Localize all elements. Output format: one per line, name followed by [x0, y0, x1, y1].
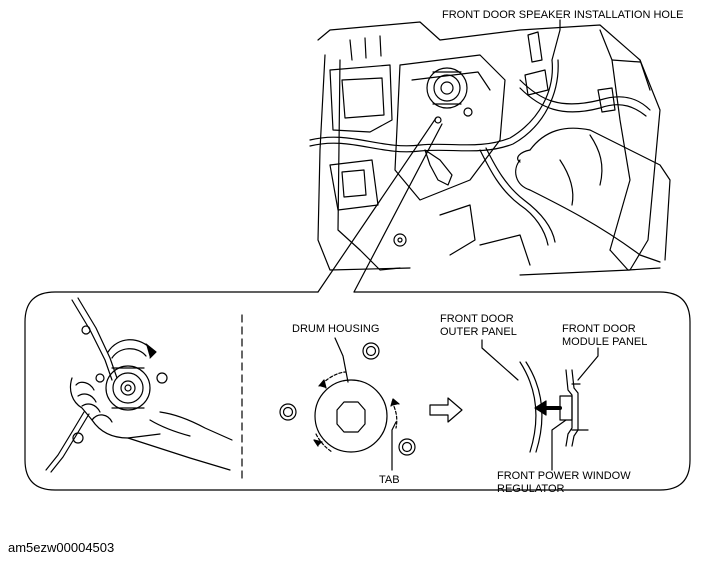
tab-label: TAB: [379, 474, 400, 486]
hand-and-regulator-illustration: [45, 297, 233, 473]
speaker-hole-leader: [551, 19, 561, 61]
drum-housing-label: DRUM HOUSING: [292, 323, 380, 335]
speaker-hole-label: FRONT DOOR SPEAKER INSTALLATION HOLE: [442, 9, 684, 21]
drum-housing-illustration: [279, 337, 463, 471]
door-interior-illustration: [309, 21, 671, 276]
panel-cross-section: [481, 339, 599, 471]
module-panel-label-line2: MODULE PANEL: [562, 336, 648, 348]
regulator-label-line1: FRONT POWER WINDOW: [497, 470, 631, 482]
module-panel-label-line1: FRONT DOOR: [562, 323, 636, 335]
outer-panel-label-line1: FRONT DOOR: [440, 313, 514, 325]
detail-panel-frame: [24, 291, 691, 491]
regulator-label-line2: REGULATOR: [497, 483, 565, 495]
callout-wedge: [317, 117, 443, 293]
figure-id-caption: am5ezw00004503: [8, 540, 115, 555]
outer-panel-label-line2: OUTER PANEL: [440, 326, 517, 338]
